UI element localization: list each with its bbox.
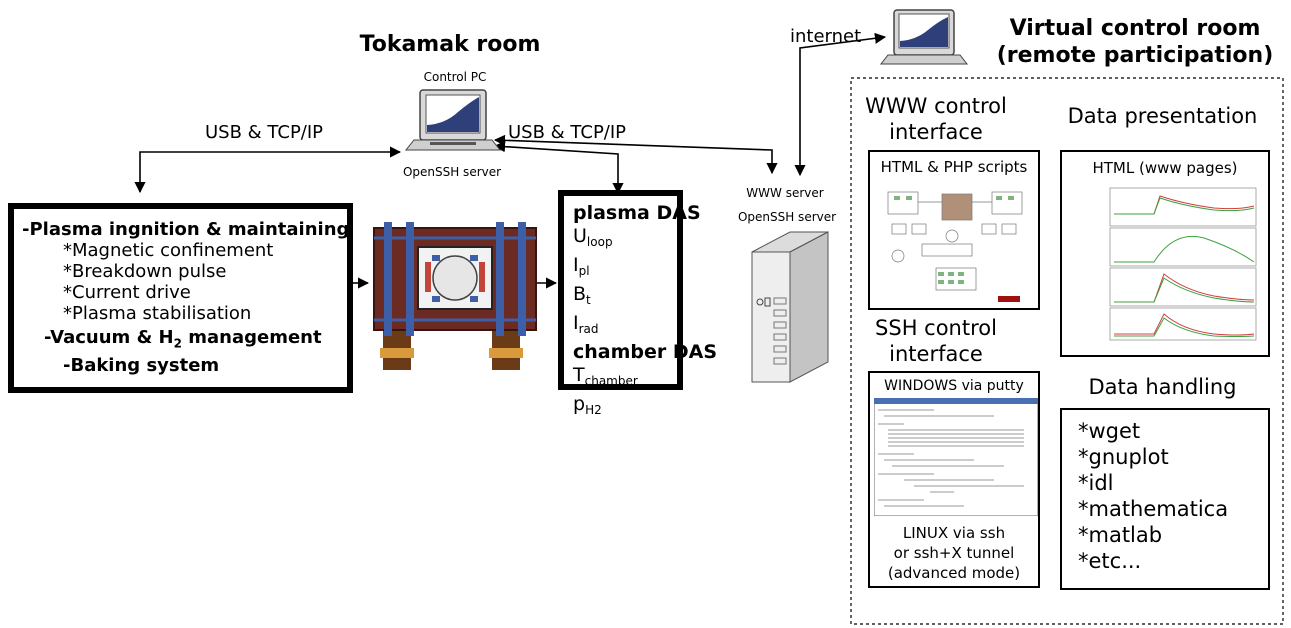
vacuum-management-item: -Vacuum & H2 management — [44, 327, 322, 351]
ssh-control-heading: SSH control interface — [875, 316, 997, 366]
virtual-room-border — [850, 77, 1284, 625]
usb-right-connector — [493, 141, 624, 195]
handling-item-mathematica: *mathematica — [1078, 497, 1229, 521]
data-handling-panel: *wget *gnuplot *idl *mathematica *matlab… — [1060, 408, 1270, 590]
openssh-server-label: OpenSSH server — [737, 210, 837, 224]
usb-left-label: USB & TCP/IP — [205, 122, 324, 143]
handling-item-gnuplot: *gnuplot — [1078, 445, 1169, 469]
handling-item-matlab: *matlab — [1078, 523, 1163, 547]
das-box: plasma DAS Uloop Ipl Bt Irad chamber DAS… — [558, 190, 718, 417]
tokamak-room-title: Tokamak room — [359, 32, 541, 57]
linux-ssh-text: LINUX via ssh or ssh+X tunnel (advanced … — [887, 524, 1021, 582]
current-drive-item: *Current drive — [63, 282, 191, 303]
control-pc-label: Control PC — [423, 70, 487, 84]
internet-label: internet — [790, 26, 862, 47]
control-schematic-thumbnail — [887, 191, 1023, 302]
data-presentation-heading: Data presentation — [1067, 104, 1258, 128]
handling-item-etc: *etc... — [1078, 549, 1142, 573]
signal-ph2: pH2 — [573, 393, 602, 417]
signal-bt: Bt — [573, 283, 591, 307]
handling-item-idl: *idl — [1078, 471, 1114, 495]
signal-ipl: Ipl — [573, 254, 590, 278]
windows-putty-label: WINDOWS via putty — [884, 378, 1024, 394]
pc-to-server-connector — [493, 134, 778, 175]
putty-terminal-thumbnail — [874, 398, 1038, 516]
signal-tchamber: Tchamber — [573, 364, 638, 388]
usb-right-label: USB & TCP/IP — [508, 122, 627, 143]
breakdown-pulse-item: *Breakdown pulse — [63, 261, 227, 282]
html-pages-label: HTML (www pages) — [1092, 159, 1238, 177]
virtual-room-title: Virtual control room (remote participati… — [996, 16, 1274, 68]
plasma-stabilisation-item: *Plasma stabilisation — [63, 303, 252, 324]
html-pages-panel: HTML (www pages) — [1060, 150, 1270, 357]
www-server-label: WWW server — [746, 186, 824, 200]
openssh-server-pc-label: OpenSSH server — [402, 165, 502, 179]
internet-connector — [794, 32, 887, 177]
plasma-ignition-item: -Plasma ingnition & maintaining — [22, 219, 350, 240]
html-php-panel: HTML & PHP scripts — [868, 150, 1040, 310]
data-handling-heading: Data handling — [1088, 375, 1237, 399]
magnetic-confinement-item: *Magnetic confinement — [63, 240, 274, 261]
chamber-das-heading: chamber DAS — [573, 341, 718, 363]
ssh-panel: WINDOWS via putty LINUX via ssh or ssh+X… — [868, 371, 1040, 588]
usb-left-connector — [134, 146, 402, 194]
www-control-heading: WWW control interface — [865, 94, 1007, 144]
plot-thumbnails — [1109, 187, 1257, 341]
baking-system-item: -Baking system — [63, 354, 220, 376]
signal-irad: Irad — [573, 312, 599, 336]
plasma-control-box: -Plasma ingnition & maintaining *Magneti… — [8, 203, 353, 393]
plasma-das-heading: plasma DAS — [573, 202, 701, 224]
html-php-label: HTML & PHP scripts — [880, 158, 1028, 176]
signal-uloop: Uloop — [573, 225, 613, 249]
handling-item-wget: *wget — [1078, 419, 1141, 443]
